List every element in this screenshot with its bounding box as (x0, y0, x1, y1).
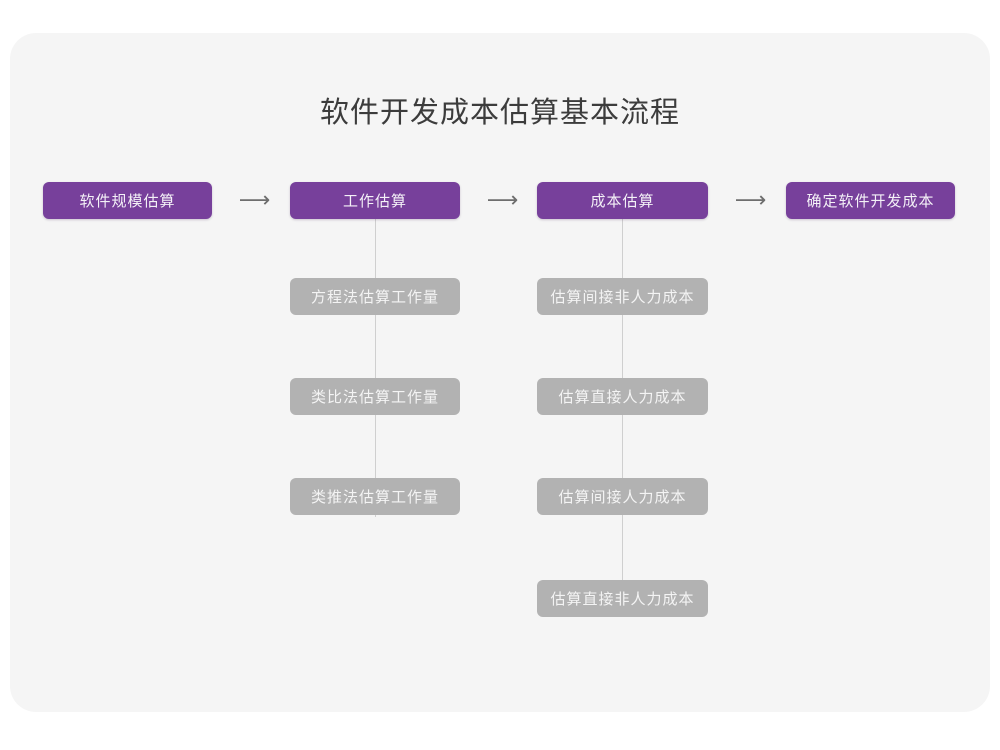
stage-box-2[interactable]: 工作估算 (290, 182, 460, 219)
arrow-step1-to-step2-icon: ⟶ (238, 188, 271, 213)
connector-line-stage3 (622, 219, 623, 617)
arrow-step3-to-step4-icon: ⟶ (734, 188, 767, 213)
substep-box-2-3[interactable]: 类推法估算工作量 (290, 478, 460, 515)
substep-box-2-1[interactable]: 方程法估算工作量 (290, 278, 460, 315)
diagram-card (10, 33, 990, 712)
substep-box-3-2[interactable]: 估算直接人力成本 (537, 378, 708, 415)
substep-box-3-4[interactable]: 估算直接非人力成本 (537, 580, 708, 617)
arrow-step2-to-step3-icon: ⟶ (486, 188, 519, 213)
page-title: 软件开发成本估算基本流程 (319, 97, 680, 129)
substep-box-3-3[interactable]: 估算间接人力成本 (537, 478, 708, 515)
stage-box-4[interactable]: 确定软件开发成本 (786, 182, 955, 219)
stage-box-3[interactable]: 成本估算 (537, 182, 708, 219)
substep-box-3-1[interactable]: 估算间接非人力成本 (537, 278, 708, 315)
connector-line-stage2 (375, 219, 376, 517)
substep-box-2-2[interactable]: 类比法估算工作量 (290, 378, 460, 415)
stage-box-1[interactable]: 软件规模估算 (43, 182, 212, 219)
